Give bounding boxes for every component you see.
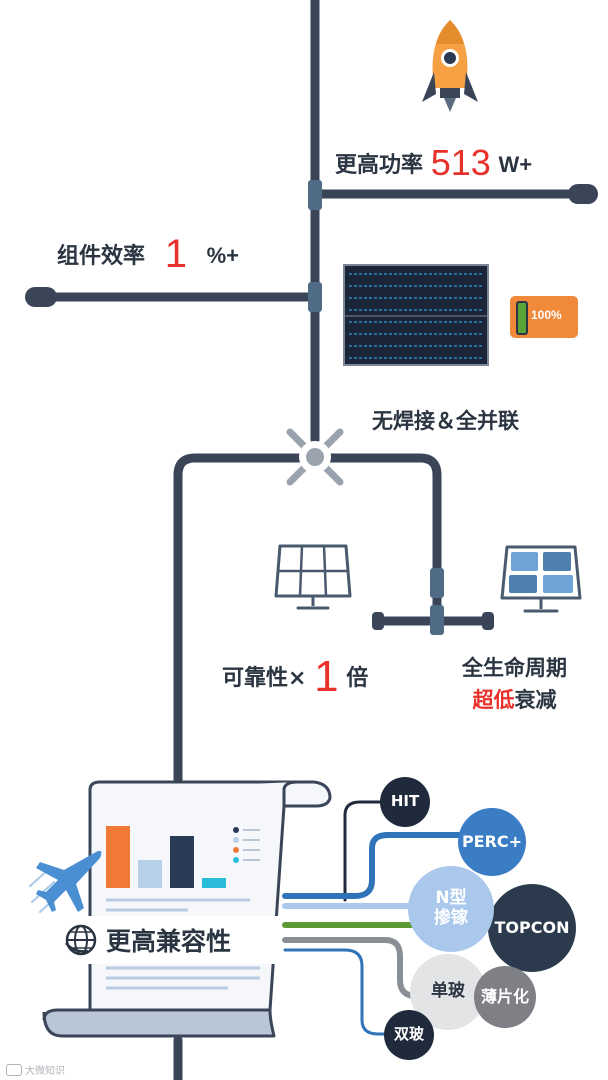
tech-perc-label: PERC+	[461, 831, 523, 851]
solar-panel-outline-icon	[274, 544, 352, 610]
tech-hit-bubble: HIT	[380, 777, 430, 827]
watermark: 大微知识	[6, 1062, 65, 1077]
efficiency-pipe-cap	[25, 287, 57, 307]
tech-ntype-line1: N型	[435, 888, 467, 909]
tech-thin-label: 薄片化	[480, 986, 529, 1006]
tech-single-glass-label: 单玻	[431, 981, 465, 1002]
compatibility-banner: 更高兼容性	[42, 916, 282, 964]
welding-label: 无焊接＆全并联	[372, 409, 519, 433]
tech-ntype-line2: 掺镓	[434, 908, 468, 928]
reliability-text: 可靠性× 1 倍	[222, 652, 368, 702]
power-label: 更高功率	[335, 153, 424, 178]
airplane-icon	[29, 850, 102, 913]
efficiency-label: 组件效率	[57, 244, 146, 269]
compatibility-label: 更高兼容性	[106, 927, 232, 956]
t-pipe-left-cap	[372, 612, 384, 630]
t-pipe-right-cap	[482, 612, 494, 630]
degradation-line2: 超低衰减	[462, 684, 567, 716]
efficiency-text: 组件效率 1 %+	[57, 232, 239, 277]
tech-hit-label: HIT	[390, 792, 420, 811]
power-value: 513	[430, 142, 491, 183]
pipe-coupling	[430, 605, 444, 635]
tech-topcon-bubble: TOPCON	[488, 884, 576, 972]
document-bar	[202, 878, 226, 888]
power-pipe-cap	[568, 184, 598, 204]
right-loop-pipe	[310, 453, 442, 625]
tech-thin-bubble: 薄片化	[474, 966, 536, 1028]
left-loop-pipe	[173, 453, 320, 790]
double-glass-link-line	[283, 948, 392, 1036]
tech-topcon-label: TOPCON	[494, 917, 570, 937]
power-unit: W+	[498, 152, 533, 177]
pipe-hub	[286, 428, 344, 486]
document-bar	[138, 860, 162, 888]
reliability-unit: 倍	[346, 666, 369, 691]
tech-perc-bubble: PERC+	[458, 808, 526, 876]
hit-link-line	[343, 800, 384, 902]
document-bar	[106, 826, 130, 888]
degradation-rest: 衰减	[514, 688, 557, 712]
battery-icon: 100%	[510, 296, 578, 338]
watermark-text: 大微知识	[25, 1066, 65, 1077]
degradation-text: 全生命周期 超低衰减	[462, 652, 567, 716]
pipe-coupling	[430, 568, 444, 598]
battery-label: 100%	[531, 308, 562, 322]
rocket-icon	[422, 20, 478, 112]
tech-double-glass-label: 双玻	[393, 1025, 424, 1044]
pipe-coupling	[308, 180, 322, 210]
reliability-label: 可靠性×	[222, 666, 307, 691]
degradation-line1: 全生命周期	[462, 656, 567, 680]
watermark-icon	[6, 1063, 22, 1076]
degradation-red: 超低	[472, 688, 515, 712]
power-text: 更高功率 513 W+	[335, 142, 532, 184]
tech-ntype-bubble: N型 掺镓	[408, 866, 494, 952]
solar-panel-icon	[343, 264, 489, 366]
globe-icon	[65, 924, 97, 956]
solar-panel-filled-icon	[500, 545, 582, 613]
single-glass-link-line	[282, 937, 443, 999]
battery-cell	[516, 301, 528, 335]
efficiency-unit: %+	[206, 243, 240, 268]
efficiency-value: 1	[164, 232, 187, 276]
reliability-value: 1	[314, 652, 339, 701]
perc-link-line	[282, 832, 465, 899]
pipe-coupling	[308, 282, 322, 312]
document-bar	[170, 836, 194, 888]
tech-double-glass-bubble: 双玻	[384, 1010, 434, 1060]
